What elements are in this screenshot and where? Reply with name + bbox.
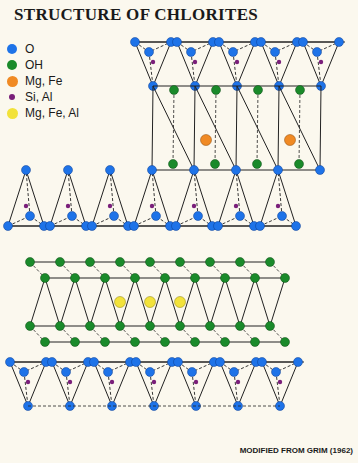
legend-swatch	[9, 94, 15, 100]
legend-swatch	[7, 44, 17, 54]
legend-label: Mg, Fe	[25, 74, 62, 88]
legend-row: OH	[6, 58, 43, 72]
legend-swatch	[7, 76, 18, 87]
legend-row: Mg, Fe, Al	[6, 106, 79, 120]
legend-row: Mg, Fe	[6, 74, 62, 88]
source-caption: MODIFIED FROM GRIM (1962)	[240, 446, 353, 455]
legend-label: Si, Al	[25, 90, 52, 104]
legend-label: Mg, Fe, Al	[25, 106, 79, 120]
legend-row: O	[6, 42, 34, 56]
legend-swatch	[7, 108, 18, 119]
legend-label: OH	[25, 58, 43, 72]
legend-swatch	[7, 60, 17, 70]
legend-row: Si, Al	[6, 90, 52, 104]
legend-label: O	[25, 42, 34, 56]
diagram-title: STRUCTURE OF CHLORITES	[14, 5, 258, 25]
